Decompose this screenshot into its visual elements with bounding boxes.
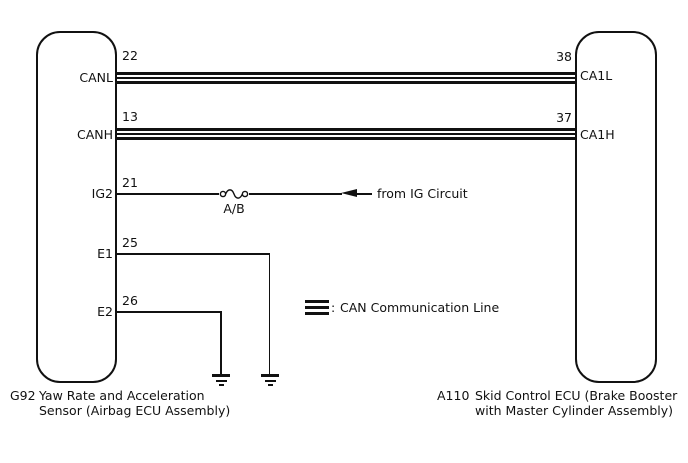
ground-bar-bottom [218,384,224,386]
ig2-wire-segment-right [357,193,372,195]
can-low-wire-top-line [117,72,575,75]
ig2-wire-segment-middle [249,193,342,195]
pin-label-e1: E1 [97,246,113,261]
pin-number-38: 38 [556,49,572,64]
can-low-wire [117,72,575,84]
e1-wire-horizontal [117,253,270,255]
left-caption-prefix: G92 [10,388,36,403]
legend-line-top [305,300,329,303]
ground-bar-bottom [267,384,273,386]
ground-bar-middle [215,379,227,382]
pin-label-ca1l: CA1L [580,68,613,83]
pin-label-ig2: IG2 [91,186,113,201]
pin-number-26: 26 [122,293,138,308]
ig-circuit-annotation: from IG Circuit [377,186,468,201]
e2-wire-horizontal [117,311,221,313]
right-caption-line1: Skid Control ECU (Brake Booster [475,388,678,403]
pin-label-canh: CANH [76,127,113,142]
legend-line-bottom [305,312,329,315]
can-low-wire-mid-line [117,77,575,79]
pin-number-37: 37 [556,110,572,125]
right-component-box [575,31,657,383]
fuse-icon [219,189,249,199]
legend-line-middle [305,306,329,309]
pin-label-e2: E2 [97,304,113,319]
left-caption-line2: Sensor (Airbag ECU Assembly) [39,403,231,418]
ground-icon [212,374,230,387]
ground-bar-top [261,374,279,377]
pin-label-canl: CANL [79,70,113,85]
right-caption-line2: with Master Cylinder Assembly) [475,403,674,418]
can-high-wire-top-line [117,128,575,131]
can-high-wire-mid-line [117,133,575,135]
can-high-wire [117,128,575,140]
ground-bar-top [212,374,230,377]
ground-icon [261,374,279,387]
legend-separator: : [331,300,336,315]
can-triple-line-icon [305,300,329,315]
pin-number-13: 13 [122,109,138,124]
arrow-left-icon [341,189,357,197]
pin-number-25: 25 [122,235,138,250]
right-caption-prefix: A110 [437,388,470,403]
legend-label: CAN Communication Line [340,300,500,315]
ig2-wire-segment-left [117,193,219,195]
can-high-wire-bottom-line [117,137,575,140]
pin-number-21: 21 [122,175,138,190]
pin-number-22: 22 [122,48,138,63]
e2-wire-vertical [220,311,222,374]
pin-label-ca1h: CA1H [580,127,615,142]
e1-wire-vertical [268,253,270,374]
fuse-label: A/B [223,201,245,216]
left-caption-line1: Yaw Rate and Acceleration [39,388,205,403]
can-low-wire-bottom-line [117,81,575,84]
ground-bar-middle [264,379,276,382]
left-component-box [36,31,117,383]
